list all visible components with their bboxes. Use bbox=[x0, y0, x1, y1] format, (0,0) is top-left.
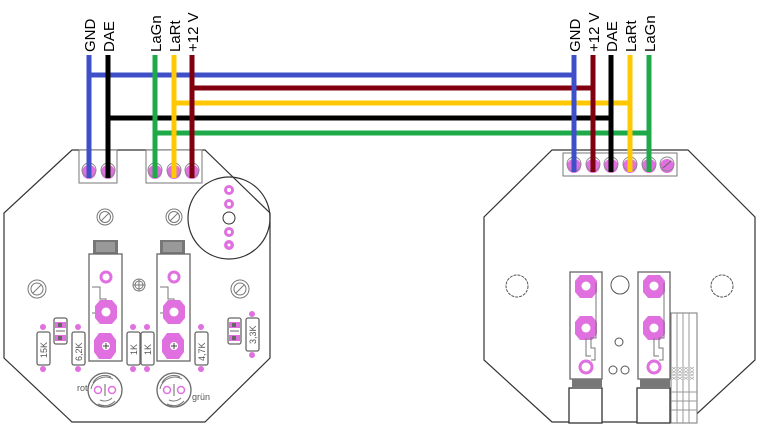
screw-hole-icon bbox=[230, 279, 250, 299]
spec-table: XXXX XXXX XXXX XXXX bbox=[670, 312, 698, 424]
label-gnd-right: GND bbox=[567, 19, 584, 53]
right-switch-1 bbox=[568, 271, 603, 424]
led-green: grün bbox=[156, 372, 210, 408]
left-switch-1 bbox=[88, 240, 123, 362]
screw-hole-icon bbox=[96, 208, 114, 226]
label-lagn-right: LaGn bbox=[642, 15, 659, 52]
resistor-label: 1K bbox=[143, 344, 153, 355]
resistor-15k: 15K bbox=[36, 324, 51, 372]
mount-hole bbox=[710, 274, 734, 298]
resistor-6-2k: 6,2K bbox=[71, 324, 86, 372]
mount-hole bbox=[505, 274, 529, 298]
label-gnd-left: GND bbox=[82, 19, 99, 53]
capacitor-2 bbox=[227, 317, 242, 345]
wire-lart bbox=[171, 55, 633, 106]
resistor-label: 6,2K bbox=[74, 342, 84, 361]
table-text: XXXX bbox=[690, 366, 696, 380]
left-connector-labels: GND DAE LaGn LaRt +12 V bbox=[82, 12, 202, 52]
table-text: XXXX bbox=[684, 366, 690, 380]
label-12v-left: +12 V bbox=[185, 12, 202, 52]
resistor-4-7k: 4,7K bbox=[194, 324, 209, 372]
left-connector-circle bbox=[187, 176, 271, 260]
resistor-label: 4,7K bbox=[197, 342, 207, 361]
led-red: rot bbox=[77, 372, 123, 408]
resistor-label: 3,3K bbox=[248, 325, 258, 344]
table-text: XXXX bbox=[672, 366, 678, 380]
mount-hole bbox=[610, 275, 630, 295]
circle-pin-header bbox=[222, 185, 236, 250]
small-hole bbox=[608, 365, 618, 375]
resistor-label: 15K bbox=[39, 342, 49, 358]
label-12v-right: +12 V bbox=[586, 12, 603, 52]
resistor-3-3k: 3,3K bbox=[245, 311, 260, 358]
right-switch-2 bbox=[636, 271, 671, 424]
capacitor-1 bbox=[53, 317, 68, 345]
crosshair-icon bbox=[132, 278, 146, 292]
small-hole bbox=[614, 337, 624, 347]
terminal-pad-unused bbox=[659, 156, 675, 173]
left-board-outline bbox=[3, 149, 271, 423]
resistor-label: 1K bbox=[129, 344, 139, 355]
led-label-gruen: grün bbox=[192, 392, 210, 402]
screw-hole-icon bbox=[27, 279, 47, 299]
screw-hole-icon bbox=[165, 208, 183, 226]
resistor-1k-a: 1K bbox=[126, 324, 141, 372]
label-lart-left: LaRt bbox=[167, 19, 184, 52]
left-board: 15K 6,2K 1K 1K 4,7K bbox=[3, 149, 271, 423]
resistor-1k-b: 1K bbox=[140, 324, 155, 372]
wire-gnd bbox=[86, 55, 577, 78]
right-board: XXXX XXXX XXXX XXXX bbox=[483, 149, 756, 424]
left-switch-2 bbox=[156, 240, 191, 362]
label-dae-left: DAE bbox=[101, 21, 118, 52]
label-lart-right: LaRt bbox=[623, 19, 640, 52]
right-board-outline bbox=[483, 149, 756, 423]
right-connector-labels: GND +12 V DAE LaRt LaGn bbox=[567, 12, 659, 52]
label-lagn-left: LaGn bbox=[148, 15, 165, 52]
wire-12v bbox=[189, 55, 596, 91]
small-hole bbox=[620, 365, 630, 375]
label-dae-right: DAE bbox=[604, 21, 621, 52]
table-text: XXXX bbox=[678, 366, 684, 380]
led-label-rot: rot bbox=[77, 383, 88, 393]
wires bbox=[86, 55, 652, 178]
